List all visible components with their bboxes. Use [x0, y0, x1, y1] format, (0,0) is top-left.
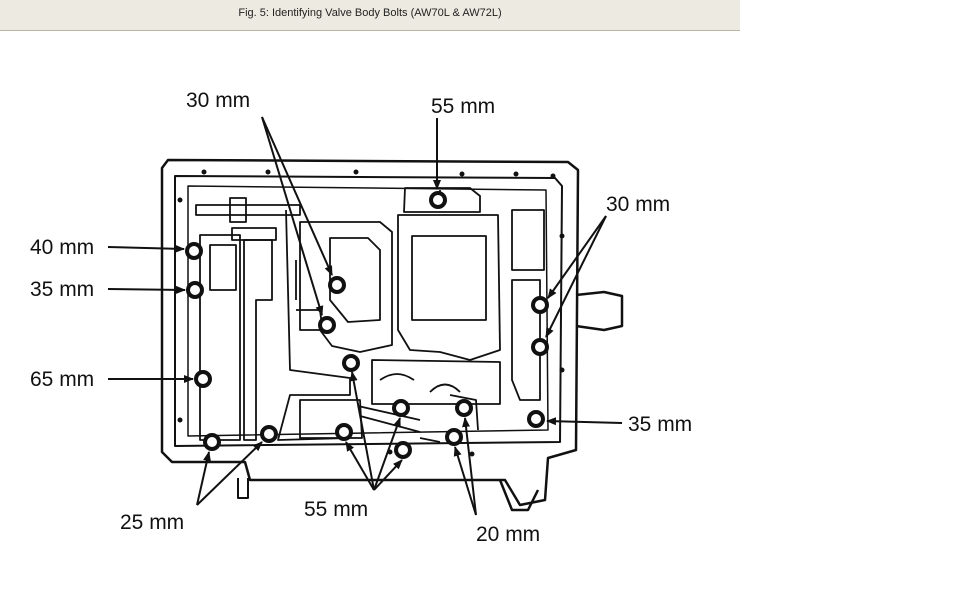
label-35mm-right: 35 mm [628, 413, 692, 436]
label-55mm-top: 55 mm [431, 95, 495, 118]
valve-body-outline [160, 158, 624, 512]
label-35mm-left: 35 mm [30, 278, 94, 301]
bolt-55mm-a [342, 354, 360, 372]
leader-arrows [107, 116, 623, 516]
bolt-25mm-b [260, 425, 278, 443]
label-55mm-bottom: 55 mm [304, 498, 368, 521]
bolt-65mm [194, 370, 212, 388]
label-30mm-right: 30 mm [606, 193, 670, 216]
bolt-30mm-right-a [531, 296, 549, 314]
label-25mm: 25 mm [120, 511, 184, 534]
bolt-30mm-b [318, 316, 336, 334]
bolt-30mm-right-b [531, 338, 549, 356]
label-40mm: 40 mm [30, 236, 94, 259]
bolt-55mm-b [335, 423, 353, 441]
bolt-55mm-top [429, 191, 447, 209]
bolt-35mm-right [527, 410, 545, 428]
label-20mm: 20 mm [476, 523, 540, 546]
bolt-55mm-c [392, 399, 410, 417]
figure-title-bar: Fig. 5: Identifying Valve Body Bolts (AW… [0, 0, 740, 31]
bolt-20mm-a [455, 399, 473, 417]
valve-body-channels [195, 187, 545, 443]
label-65mm: 65 mm [30, 368, 94, 391]
bolt-markers [185, 191, 549, 459]
label-30mm-top-left: 30 mm [186, 89, 250, 112]
bolt-20mm-b [445, 428, 463, 446]
bolt-30mm-a [328, 276, 346, 294]
frame-rivets [177, 169, 565, 457]
bolt-40mm [185, 242, 203, 260]
bolt-35mm-left [186, 281, 204, 299]
figure-title: Fig. 5: Identifying Valve Body Bolts (AW… [238, 7, 502, 19]
bolt-25mm-a [203, 433, 221, 451]
bolt-55mm-d [394, 441, 412, 459]
